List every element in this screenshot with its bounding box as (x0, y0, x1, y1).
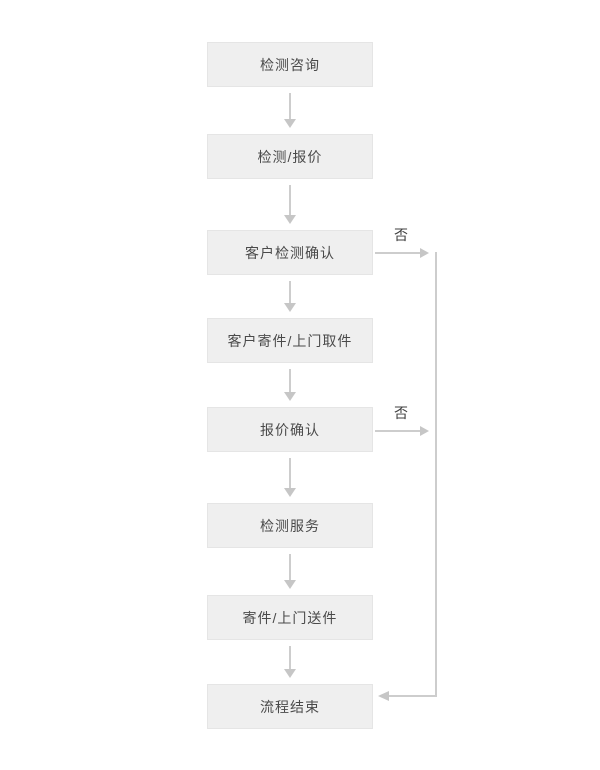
arrow-branch-no-1 (375, 248, 429, 258)
branch-label-no-1: 否 (394, 227, 408, 243)
arrow-branch-no-2 (375, 426, 429, 436)
arrow-down-2 (284, 185, 296, 224)
flow-node-quote-confirm: 报价确认 (207, 407, 373, 452)
arrow-down-6 (284, 554, 296, 589)
flow-node-process-end: 流程结束 (207, 684, 373, 729)
flow-node-inspection-consult: 检测咨询 (207, 42, 373, 87)
arrow-down-5 (284, 458, 296, 497)
flow-node-inspection-service: 检测服务 (207, 503, 373, 548)
arrow-down-4 (284, 369, 296, 401)
arrow-down-1 (284, 93, 296, 128)
branch-label-no-2: 否 (394, 405, 408, 421)
arrow-down-3 (284, 281, 296, 312)
arrow-return-line (378, 252, 437, 701)
flow-node-customer-confirm: 客户检测确认 (207, 230, 373, 275)
flow-node-customer-shipping: 客户寄件/上门取件 (207, 318, 373, 363)
arrow-down-7 (284, 646, 296, 678)
flow-node-return-shipping: 寄件/上门送件 (207, 595, 373, 640)
flow-node-inspection-quote: 检测/报价 (207, 134, 373, 179)
